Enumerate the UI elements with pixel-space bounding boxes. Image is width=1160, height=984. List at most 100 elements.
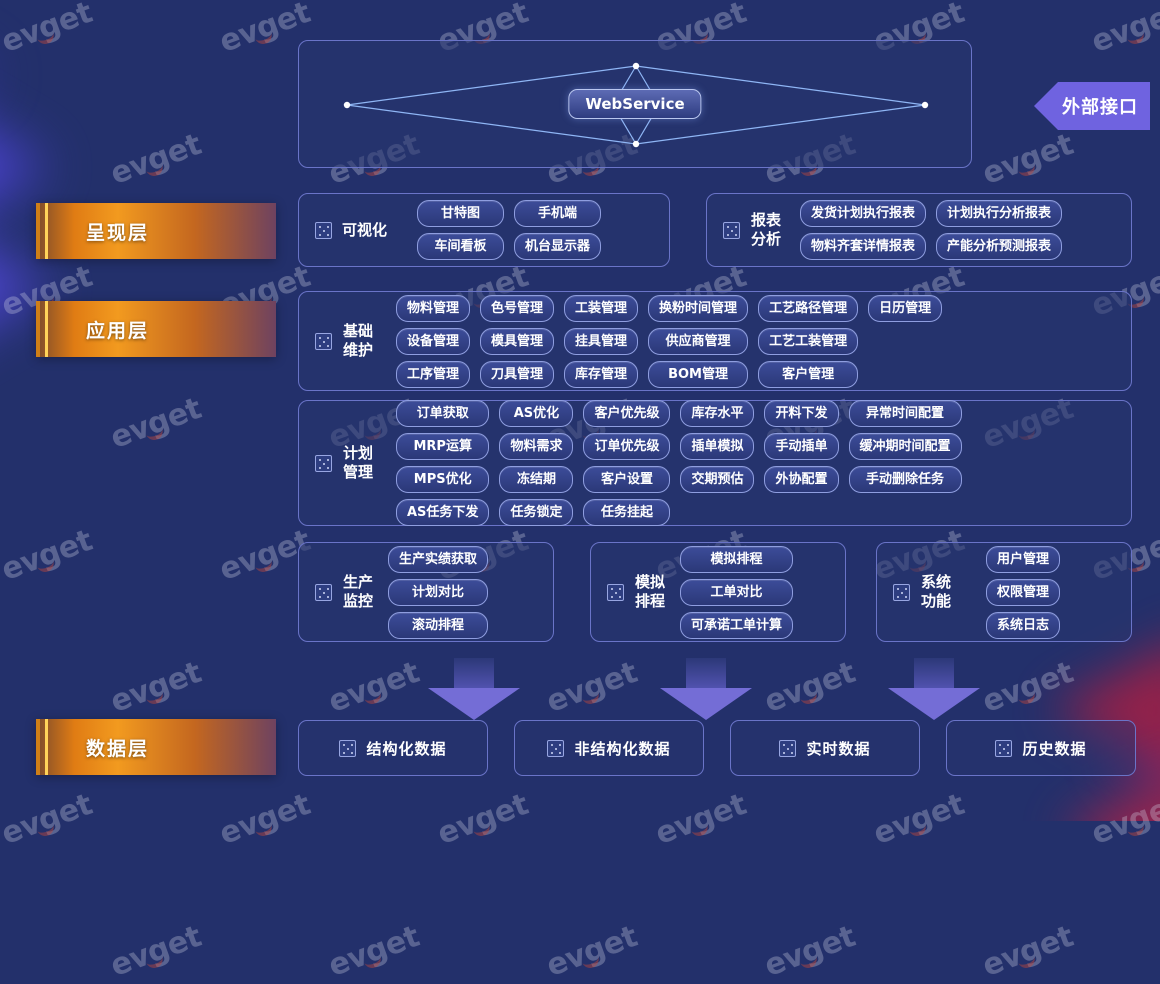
data-box-history[interactable]: 历史数据	[946, 720, 1136, 776]
system-functions-panel: 系统 功能 用户管理 权限管理 系统日志	[876, 542, 1132, 642]
simulation-scheduling-header: 模拟 排程	[591, 573, 666, 611]
pill-item[interactable]: 可承诺工单计算	[680, 611, 794, 639]
visualization-panel: 可视化 甘特图 手机端 车间看板 机台显示器	[298, 193, 670, 267]
pill-item[interactable]: 开料下发	[764, 400, 839, 427]
pill-item[interactable]: 工装管理	[564, 294, 639, 322]
basic-maintenance-title: 基础 维护	[342, 322, 373, 359]
layer-label-data: 数据层	[36, 719, 276, 775]
pill-item[interactable]: AS任务下发	[396, 499, 490, 526]
pill-item[interactable]: 手机端	[514, 200, 602, 227]
pill-item[interactable]: 插单模拟	[680, 433, 755, 460]
simulation-scheduling-items: 模拟排程 工单对比 可承诺工单计算	[680, 545, 794, 639]
column: 换粉时间管理 供应商管理 BOM管理	[648, 294, 749, 388]
data-box-label: 非结构化数据	[574, 739, 671, 758]
basic-maintenance-header: 基础 维护	[299, 322, 374, 360]
pill-item[interactable]: 机台显示器	[514, 233, 602, 260]
pill-item[interactable]: 系统日志	[986, 611, 1061, 639]
pill-item[interactable]: 换粉时间管理	[648, 294, 749, 322]
watermark-text: evget	[977, 919, 1078, 984]
pill-item[interactable]: 订单获取	[396, 400, 490, 427]
watermark-arc	[254, 824, 275, 839]
pill-item[interactable]: BOM管理	[648, 360, 749, 388]
pill-item[interactable]: MPS优化	[396, 466, 490, 493]
pill-item[interactable]: 设备管理	[396, 327, 471, 355]
pill-item[interactable]: 客户管理	[758, 360, 859, 388]
pill-item[interactable]: 工单对比	[680, 578, 794, 606]
basic-maintenance-columns: 物料管理 设备管理 工序管理 色号管理 模具管理 刀具管理 工装管理 挂具管理 …	[396, 294, 943, 388]
external-interface-tag: 外部接口	[1034, 82, 1150, 130]
pill-item[interactable]: 物料齐套详情报表	[800, 233, 927, 260]
pill-item[interactable]: AS优化	[499, 400, 574, 427]
pill-item[interactable]: 模具管理	[480, 327, 555, 355]
pill-item[interactable]: 权限管理	[986, 578, 1061, 606]
pill-item[interactable]: 色号管理	[480, 294, 555, 322]
column: 开料下发 手动插单 外协配置	[764, 400, 839, 526]
pill-item[interactable]: 日历管理	[868, 294, 943, 322]
report-analysis-header: 报表 分析	[707, 211, 782, 249]
grid-dots-icon	[607, 583, 624, 601]
watermark-arc	[799, 956, 820, 971]
data-box-realtime[interactable]: 实时数据	[730, 720, 920, 776]
pill-item[interactable]: 车间看板	[417, 233, 505, 260]
report-analysis-title: 报表 分析	[750, 211, 781, 248]
grid-dots-icon	[315, 454, 332, 472]
column: 日历管理	[868, 294, 943, 388]
pill-item[interactable]: 手动插单	[764, 433, 839, 460]
down-arrow-icon	[660, 658, 752, 720]
report-analysis-panel: 报表 分析 发货计划执行报表 计划执行分析报表 物料齐套详情报表 产能分析预测报…	[706, 193, 1132, 267]
plan-management-title: 计划 管理	[342, 444, 373, 481]
simulation-scheduling-title: 模拟 排程	[634, 573, 665, 610]
pill-item[interactable]: 异常时间配置	[848, 400, 962, 427]
data-box-structured[interactable]: 结构化数据	[298, 720, 488, 776]
pill-item[interactable]: 手动删除任务	[848, 466, 962, 493]
watermark-text: evget	[759, 919, 860, 984]
column: 工艺路径管理 工艺工装管理 客户管理	[758, 294, 859, 388]
column: AS优化 物料需求 冻结期 任务锁定	[499, 400, 574, 526]
column: 异常时间配置 缓冲期时间配置 手动删除任务	[848, 400, 962, 526]
pill-item[interactable]: 冻结期	[499, 466, 574, 493]
pill-item[interactable]: 滚动排程	[388, 611, 489, 639]
pill-item[interactable]: 甘特图	[417, 200, 505, 227]
layer-label-data-text: 数据层	[86, 737, 150, 760]
pill-item[interactable]: 模拟排程	[680, 545, 794, 573]
watermark-arc	[36, 824, 57, 839]
simulation-scheduling-panel: 模拟 排程 模拟排程 工单对比 可承诺工单计算	[590, 542, 846, 642]
pill-item[interactable]: 挂具管理	[564, 327, 639, 355]
pill-item[interactable]: 工艺工装管理	[758, 327, 859, 355]
pill-item[interactable]: 缓冲期时间配置	[848, 433, 962, 460]
pill-item[interactable]: MRP运算	[396, 433, 490, 460]
triangle-left-icon	[1034, 82, 1058, 130]
layer-label-presentation-text: 呈现层	[86, 221, 150, 244]
column: 工装管理 挂具管理 库存管理	[564, 294, 639, 388]
pill-item[interactable]: 客户设置	[583, 466, 671, 493]
plan-management-header: 计划 管理	[299, 444, 374, 482]
data-box-unstructured[interactable]: 非结构化数据	[514, 720, 704, 776]
plan-management-panel: 计划 管理 订单获取 MRP运算 MPS优化 AS任务下发 AS优化 物料需求 …	[298, 400, 1132, 526]
pill-item[interactable]: 发货计划执行报表	[800, 200, 927, 227]
visualization-items: 甘特图 手机端 车间看板 机台显示器	[405, 200, 613, 260]
pill-item[interactable]: 库存管理	[564, 360, 639, 388]
pill-item[interactable]: 订单优先级	[583, 433, 671, 460]
pill-item[interactable]: 刀具管理	[480, 360, 555, 388]
grid-dots-icon	[339, 739, 357, 757]
pill-item[interactable]: 供应商管理	[648, 327, 749, 355]
pill-item[interactable]: 外协配置	[764, 466, 839, 493]
pill-item[interactable]: 计划执行分析报表	[936, 200, 1063, 227]
pill-item[interactable]: 物料需求	[499, 433, 574, 460]
pill-item[interactable]: 工艺路径管理	[758, 294, 859, 322]
pill-item[interactable]: 任务锁定	[499, 499, 574, 526]
watermark-arc	[1126, 824, 1147, 839]
pill-item[interactable]: 库存水平	[680, 400, 755, 427]
pill-item[interactable]: 交期预估	[680, 466, 755, 493]
pill-item[interactable]: 工序管理	[396, 360, 471, 388]
pill-item[interactable]: 任务挂起	[583, 499, 671, 526]
pill-item[interactable]: 物料管理	[396, 294, 471, 322]
watermark-arc	[363, 956, 384, 971]
pill-item[interactable]: 用户管理	[986, 545, 1061, 573]
grid-dots-icon	[995, 739, 1013, 757]
pill-item[interactable]: 客户优先级	[583, 400, 671, 427]
pill-item[interactable]: 生产实绩获取	[388, 545, 489, 573]
pill-item[interactable]: 计划对比	[388, 578, 489, 606]
webservice-chip[interactable]: WebService	[568, 89, 702, 119]
pill-item[interactable]: 产能分析预测报表	[936, 233, 1063, 260]
